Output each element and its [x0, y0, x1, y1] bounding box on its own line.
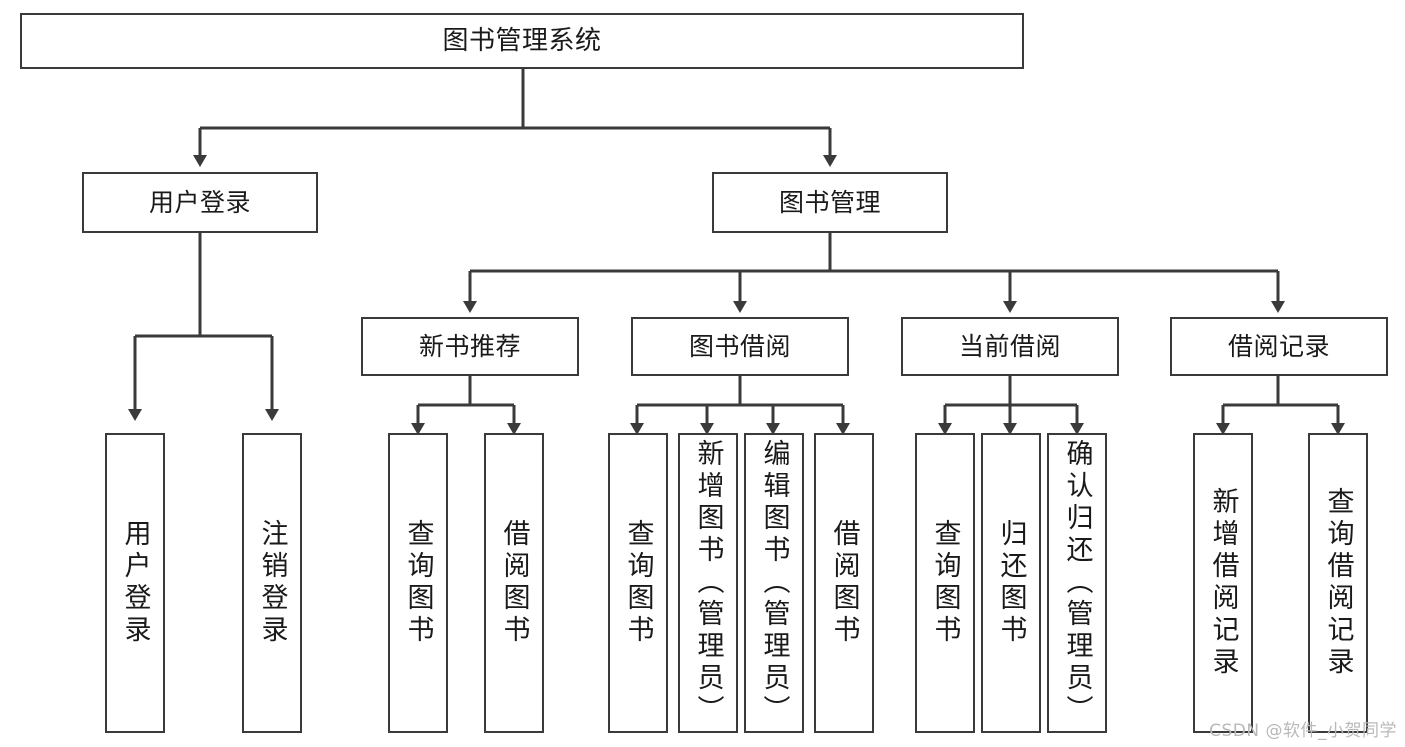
- leaf-borrow-borrow-book[interactable]: 借阅图书: [814, 433, 874, 733]
- leaf-borrow-edit-book-label: 编辑图书（管理员）: [758, 439, 790, 727]
- leaf-user-login-login-label: 用户登录: [119, 519, 151, 647]
- node-new-book-recommend-label: 新书推荐: [418, 331, 521, 361]
- node-root-system-label: 图书管理系统: [442, 25, 602, 56]
- node-borrow-record[interactable]: 借阅记录: [1170, 317, 1388, 376]
- leaf-new-book-query-label: 查询图书: [402, 519, 434, 647]
- node-book-management-label: 图书管理: [778, 187, 881, 217]
- node-user-login[interactable]: 用户登录: [82, 172, 318, 233]
- leaf-record-query-record[interactable]: 查询借阅记录: [1308, 433, 1368, 733]
- leaf-user-login-logout[interactable]: 注销登录: [242, 433, 302, 733]
- leaf-borrow-add-book[interactable]: 新增图书（管理员）: [678, 433, 738, 733]
- leaf-new-book-borrow-label: 借阅图书: [498, 519, 530, 647]
- node-borrow-record-label: 借阅记录: [1227, 331, 1330, 361]
- leaf-current-return-book[interactable]: 归还图书: [981, 433, 1041, 733]
- leaf-borrow-add-book-label: 新增图书（管理员）: [692, 439, 724, 727]
- leaf-borrow-edit-book[interactable]: 编辑图书（管理员）: [744, 433, 804, 733]
- leaf-user-login-login[interactable]: 用户登录: [105, 433, 165, 733]
- leaf-borrow-borrow-book-label: 借阅图书: [828, 519, 860, 647]
- node-user-login-label: 用户登录: [148, 187, 251, 217]
- leaf-current-return-book-label: 归还图书: [995, 519, 1027, 647]
- node-book-management[interactable]: 图书管理: [712, 172, 948, 233]
- leaf-current-confirm-return-label: 确认归还（管理员）: [1061, 439, 1093, 727]
- leaf-borrow-query-book[interactable]: 查询图书: [608, 433, 668, 733]
- leaf-new-book-borrow[interactable]: 借阅图书: [484, 433, 544, 733]
- node-current-borrow[interactable]: 当前借阅: [901, 317, 1119, 376]
- leaf-borrow-query-book-label: 查询图书: [622, 519, 654, 647]
- node-current-borrow-label: 当前借阅: [958, 331, 1061, 361]
- node-root-system[interactable]: 图书管理系统: [20, 13, 1024, 69]
- node-new-book-recommend[interactable]: 新书推荐: [361, 317, 579, 376]
- leaf-current-query-book-label: 查询图书: [929, 519, 961, 647]
- leaf-current-query-book[interactable]: 查询图书: [915, 433, 975, 733]
- node-book-borrow-label: 图书借阅: [688, 331, 791, 361]
- leaf-record-add-record-label: 新增借阅记录: [1207, 487, 1239, 679]
- leaf-record-query-record-label: 查询借阅记录: [1322, 487, 1354, 679]
- node-book-borrow[interactable]: 图书借阅: [631, 317, 849, 376]
- leaf-user-login-logout-label: 注销登录: [256, 519, 288, 647]
- leaf-current-confirm-return[interactable]: 确认归还（管理员）: [1047, 433, 1107, 733]
- leaf-record-add-record[interactable]: 新增借阅记录: [1193, 433, 1253, 733]
- leaf-new-book-query[interactable]: 查询图书: [388, 433, 448, 733]
